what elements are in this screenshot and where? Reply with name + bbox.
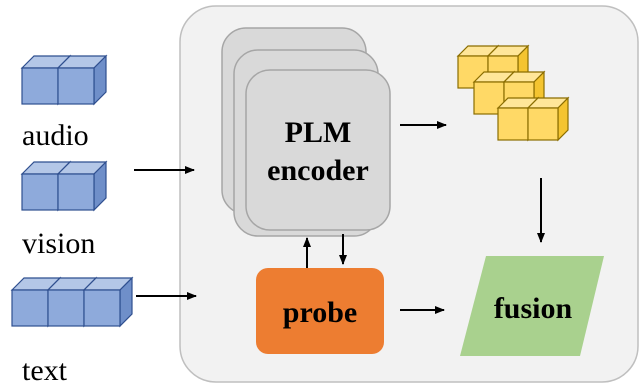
plm-encoder-box (245, 69, 391, 231)
encoder-label-line2: encoder (267, 154, 369, 187)
text-tokens-icon (11, 277, 133, 327)
text-label: text (22, 354, 68, 387)
vision-tokens-icon (21, 161, 107, 211)
probe-label: probe (283, 296, 357, 329)
audio-label: audio (22, 119, 89, 152)
fusion-box (460, 256, 604, 356)
vision-label: vision (22, 227, 95, 260)
encoder-label-line1: PLM (285, 116, 352, 149)
fusion-label: fusion (494, 292, 573, 325)
audio-tokens-icon (21, 55, 107, 105)
probe-box (256, 268, 384, 354)
